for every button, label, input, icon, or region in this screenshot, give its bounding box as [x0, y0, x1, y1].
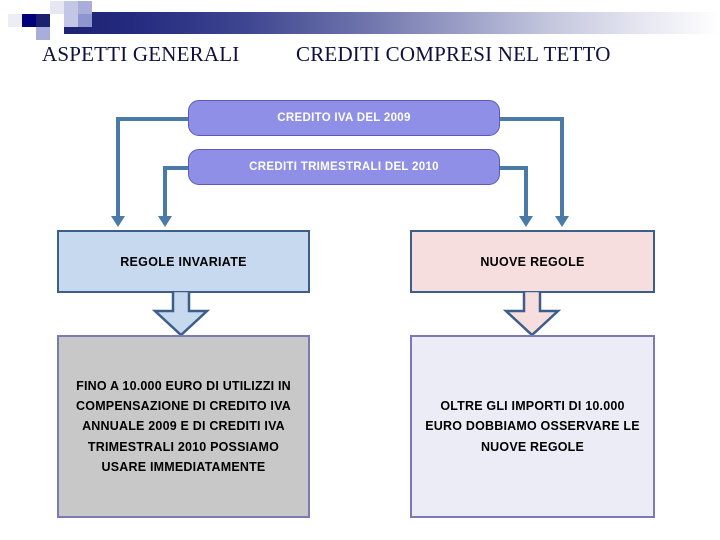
box-nuove-regole[interactable]: NUOVE REGOLE — [410, 230, 655, 293]
box-regole-invariate[interactable]: REGOLE INVARIATE — [57, 230, 310, 293]
header-square-decor — [64, 1, 78, 14]
capsule-label: CREDITO IVA DEL 2009 — [277, 112, 411, 124]
header-square-decor — [78, 1, 92, 14]
header-square-decor — [36, 1, 50, 14]
box-label: OLTRE GLI IMPORTI DI 10.000 EURO DOBBIAM… — [425, 399, 640, 454]
connector-c1-left-horizontal — [116, 116, 190, 121]
block-arrow-down-left — [148, 291, 214, 337]
connector-c1-left-arrowhead — [111, 216, 125, 227]
header-square-decor — [22, 27, 36, 40]
header-square-decor — [64, 14, 78, 27]
header-square-decor — [36, 27, 50, 40]
connector-c2-left-horizontal — [163, 165, 190, 170]
connector-c2-right-horizontal — [498, 165, 528, 170]
header-gradient-bar — [36, 12, 720, 34]
box-fino-a-10000[interactable]: FINO A 10.000 EURO DI UTILIZZI IN COMPEN… — [57, 335, 310, 518]
connector-c2-left-arrowhead — [158, 216, 172, 227]
box-label: NUOVE REGOLE — [480, 254, 585, 269]
header-square-decor — [50, 14, 64, 27]
connector-c2-right-arrowhead — [519, 216, 533, 227]
header-square-decor — [8, 1, 22, 14]
box-label: FINO A 10.000 EURO DI UTILIZZI IN COMPEN… — [76, 378, 291, 474]
box-label: REGOLE INVARIATE — [120, 254, 247, 269]
connector-c1-right-arrowhead — [555, 216, 569, 227]
connector-c1-left-vertical — [116, 116, 120, 219]
connector-c2-left-vertical — [163, 165, 167, 219]
connector-c1-right-vertical — [560, 116, 564, 219]
capsule-crediti-trimestrali-2010[interactable]: CREDITI TRIMESTRALI DEL 2010 — [188, 149, 500, 185]
capsule-credito-iva-2009[interactable]: CREDITO IVA DEL 2009 — [188, 100, 500, 136]
page-title-left: ASPETTI GENERALI — [42, 42, 240, 66]
connector-c2-right-vertical — [524, 165, 528, 219]
header-square-decor — [78, 14, 92, 27]
header-square-decor — [8, 14, 22, 27]
page-title-right: CREDITI COMPRESI NEL TETTO — [296, 42, 611, 66]
capsule-label: CREDITI TRIMESTRALI DEL 2010 — [249, 161, 439, 173]
connector-c1-right-horizontal — [498, 116, 564, 121]
box-oltre-10000[interactable]: OLTRE GLI IMPORTI DI 10.000 EURO DOBBIAM… — [410, 335, 655, 518]
header-square-decor — [22, 14, 36, 27]
block-arrow-down-right — [499, 291, 565, 337]
header-square-decor — [50, 1, 64, 14]
header-square-decor — [50, 27, 64, 40]
